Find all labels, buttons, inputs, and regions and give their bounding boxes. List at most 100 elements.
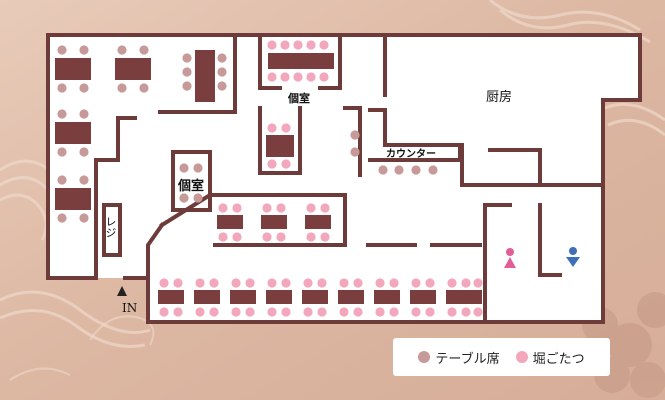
horigotatsu-seat xyxy=(306,72,316,82)
horigotatsu-seat xyxy=(317,278,327,288)
horigotatsu-table xyxy=(268,53,334,69)
wall-segment xyxy=(538,203,562,277)
floor-area xyxy=(48,35,640,322)
horigotatsu-seat xyxy=(411,307,421,317)
horigotatsu-seat xyxy=(389,278,399,288)
horigotatsu-seat xyxy=(293,40,303,50)
dining-table xyxy=(55,58,91,80)
table-seat xyxy=(79,83,89,93)
horigotatsu-seat xyxy=(319,40,329,50)
horigotatsu-seat xyxy=(232,232,242,242)
horigotatsu-table xyxy=(410,290,436,304)
horigotatsu-seat xyxy=(473,307,483,317)
horigotatsu-seat xyxy=(447,278,457,288)
horigotatsu-seat xyxy=(281,159,291,169)
horigotatsu-seat xyxy=(195,307,205,317)
table-seat xyxy=(217,81,227,91)
horigotatsu-seat xyxy=(303,278,313,288)
table-seat xyxy=(182,67,192,77)
wall-segment xyxy=(171,150,212,212)
table-seat xyxy=(79,147,89,157)
table-seat xyxy=(117,45,127,55)
horigotatsu-seat xyxy=(209,307,219,317)
horigotatsu-seat xyxy=(411,278,421,288)
counter-seat xyxy=(394,165,404,175)
dining-table xyxy=(55,188,91,210)
horigotatsu-seat xyxy=(320,232,330,242)
table-seat-swatch xyxy=(418,351,431,363)
horigotatsu-table xyxy=(305,215,331,229)
horigotatsu-seat xyxy=(375,278,385,288)
horigotatsu-seat xyxy=(209,278,219,288)
horigotatsu-seat xyxy=(339,278,349,288)
women-restroom-icon xyxy=(504,248,516,268)
horigotatsu-seat xyxy=(173,307,183,317)
horigotatsu-seat xyxy=(353,307,363,317)
horigotatsu-table xyxy=(266,135,294,157)
horigotatsu-swatch xyxy=(515,351,528,363)
horigotatsu-seat xyxy=(267,72,277,82)
horigotatsu-seat xyxy=(461,278,471,288)
horigotatsu-seat xyxy=(473,278,483,288)
table-seat xyxy=(57,147,67,157)
horigotatsu-seat xyxy=(262,203,272,213)
wave-pattern-right xyxy=(489,0,665,137)
horigotatsu-seat xyxy=(293,72,303,82)
horigotatsu-seat xyxy=(231,278,241,288)
horigotatsu-seat xyxy=(447,307,457,317)
horigotatsu-table xyxy=(446,290,482,304)
horigotatsu-seat xyxy=(461,307,471,317)
horigotatsu-seat xyxy=(303,307,313,317)
table-seat xyxy=(79,175,89,185)
horigotatsu-seat xyxy=(267,159,277,169)
horigotatsu-seat xyxy=(389,307,399,317)
horigotatsu-seat xyxy=(319,72,329,82)
table-seat xyxy=(179,163,189,173)
table-seat xyxy=(117,83,127,93)
horigotatsu-seat xyxy=(306,232,316,242)
horigotatsu-table xyxy=(302,290,328,304)
horigotatsu-table xyxy=(261,215,287,229)
table-seat xyxy=(57,213,67,223)
wall-segment xyxy=(102,203,122,257)
table-seat xyxy=(57,109,67,119)
table-seat xyxy=(193,193,203,203)
table-seat xyxy=(182,81,192,91)
horigotatsu-seat xyxy=(306,203,316,213)
horigotatsu-seat xyxy=(218,232,228,242)
entrance-arrow-icon xyxy=(117,286,127,296)
horigotatsu-seat xyxy=(245,278,255,288)
wall-segment xyxy=(258,106,302,175)
horigotatsu-seat xyxy=(375,307,385,317)
table-seat xyxy=(139,45,149,55)
horigotatsu-seat xyxy=(339,307,349,317)
table-seat xyxy=(193,163,203,173)
horigotatsu-seat xyxy=(231,307,241,317)
legend-label-horigotatsu: 堀ごたつ xyxy=(532,351,585,367)
horigotatsu-table xyxy=(374,290,400,304)
wall-segment xyxy=(258,33,342,90)
horigotatsu-table xyxy=(217,215,243,229)
horigotatsu-seat xyxy=(262,232,272,242)
table-seat xyxy=(182,53,192,63)
table-seat xyxy=(57,175,67,185)
table-seat xyxy=(179,193,189,203)
horigotatsu-seat xyxy=(218,203,228,213)
horigotatsu-seat xyxy=(425,307,435,317)
horigotatsu-seat xyxy=(281,307,291,317)
wall-segment xyxy=(343,106,362,177)
wall-segment xyxy=(159,193,347,247)
table-seat xyxy=(79,45,89,55)
horigotatsu-table xyxy=(158,290,184,304)
horigotatsu-table xyxy=(338,290,364,304)
horigotatsu-seat xyxy=(320,203,330,213)
table-seat xyxy=(217,67,227,77)
table-seat xyxy=(139,83,149,93)
horigotatsu-seat xyxy=(195,278,205,288)
table-seat xyxy=(57,83,67,93)
horigotatsu-seat xyxy=(267,278,277,288)
dining-table xyxy=(195,50,215,102)
counter-seat xyxy=(411,165,421,175)
horigotatsu-seat xyxy=(267,123,277,133)
